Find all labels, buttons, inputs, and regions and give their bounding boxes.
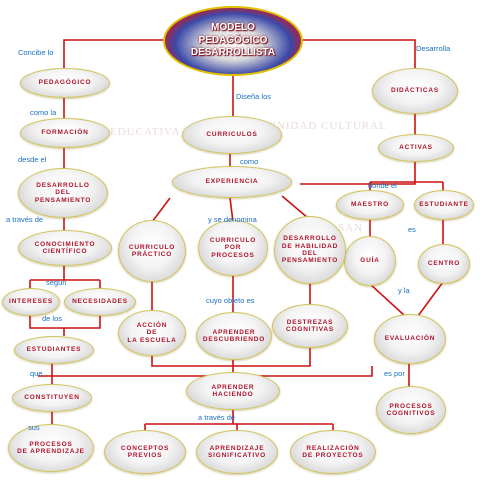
connector bbox=[300, 160, 416, 185]
node-constituyen: CONSTITUYEN bbox=[12, 384, 92, 412]
connector bbox=[369, 283, 406, 317]
node-desarrollo-habilidad: DESARROLLO DE HABILIDAD DEL PENSAMIENTO bbox=[274, 216, 346, 284]
node-aprender-haciendo: APRENDER HACIENDO bbox=[186, 372, 280, 410]
connector bbox=[38, 366, 373, 377]
node-conceptos-previos: CONCEPTOS PREVIOS bbox=[104, 430, 186, 474]
node-centro: CENTRO bbox=[418, 244, 470, 284]
link-label: a través de bbox=[6, 215, 44, 224]
node-evaluacion: EVALUACIÓN bbox=[374, 314, 446, 364]
node-destrezas-cognitivas: DESTREZAS COGNITIVAS bbox=[272, 304, 348, 348]
node-intereses: INTERESES bbox=[2, 288, 60, 316]
link-label: es bbox=[408, 225, 416, 234]
link-label: a través de bbox=[198, 413, 236, 422]
node-desarrollo-pensamiento: DESARROLLO DEL PENSAMIENTO bbox=[18, 168, 108, 218]
node-experiencia: EXPERIENCIA bbox=[172, 166, 292, 198]
node-maestro: MAESTRO bbox=[336, 190, 404, 220]
node-didacticas: DIDÁCTICAS bbox=[372, 68, 458, 114]
node-formacion: FORMACIÓN bbox=[20, 118, 110, 148]
node-conocimiento-cientifico: CONOCIMIENTO CIENTÍFICO bbox=[18, 230, 112, 266]
link-label: de los bbox=[42, 314, 63, 323]
link-label: según bbox=[46, 278, 67, 287]
node-activas: ACTIVAS bbox=[378, 134, 454, 162]
connector bbox=[229, 197, 234, 223]
connector bbox=[151, 197, 171, 223]
node-accion-escuela: ACCIÓN DE LA ESCUELA bbox=[118, 310, 186, 356]
link-label: y la bbox=[398, 286, 410, 295]
watermark-text: EDUCATIVA bbox=[110, 126, 181, 138]
node-aprendizaje-significativo: APRENDIZAJE SIGNIFICATIVO bbox=[196, 430, 278, 474]
title-node: MODELO PEDAGÓGICO DESARROLLISTA bbox=[163, 6, 303, 76]
link-label: cuyo objeto es bbox=[206, 296, 255, 305]
link-label: como la bbox=[30, 108, 57, 117]
node-aprender-descubriendo: APRENDER DESCUBRIENDO bbox=[196, 312, 272, 360]
node-curriculo-practico: CURRICULO PRÁCTICO bbox=[118, 220, 186, 282]
node-necesidades: NECESIDADES bbox=[64, 288, 136, 316]
node-estudiantes: ESTUDIANTES bbox=[14, 336, 94, 364]
link-label: que bbox=[30, 369, 43, 378]
link-label: Desarrolla bbox=[416, 44, 451, 53]
node-procesos-cognitivos: PROCESOS COGNITIVOS bbox=[376, 386, 446, 434]
connector bbox=[417, 281, 444, 317]
node-curriculos: CURRICULOS bbox=[182, 116, 282, 154]
link-label: como bbox=[240, 157, 259, 166]
node-estudiante: ESTUDIANTE bbox=[414, 190, 474, 220]
link-label: sus bbox=[28, 423, 40, 432]
link-label: Concibe lo bbox=[18, 48, 54, 57]
node-pedagogico: PEDAGÓGICO bbox=[20, 68, 110, 98]
connector bbox=[281, 195, 309, 219]
node-procesos-aprendizaje: PROCESOS DE APRENDIZAJE bbox=[8, 424, 94, 472]
watermark-text: SAN bbox=[338, 222, 364, 234]
link-label: donde el bbox=[368, 181, 397, 190]
link-label: y se denomina bbox=[208, 215, 257, 224]
link-label: es por bbox=[384, 369, 405, 378]
link-label: desde el bbox=[18, 155, 47, 164]
node-realizacion-proyectos: REALIZACIÓN DE PROYECTOS bbox=[290, 430, 376, 474]
node-guia: GUÍA bbox=[344, 236, 396, 286]
link-label: Diseña los bbox=[236, 92, 272, 101]
node-curriculo-procesos: CURRICULO POR PROCESOS bbox=[198, 220, 268, 276]
connector bbox=[29, 314, 101, 329]
watermark-text: UNIDAD CULTURAL bbox=[268, 120, 387, 132]
